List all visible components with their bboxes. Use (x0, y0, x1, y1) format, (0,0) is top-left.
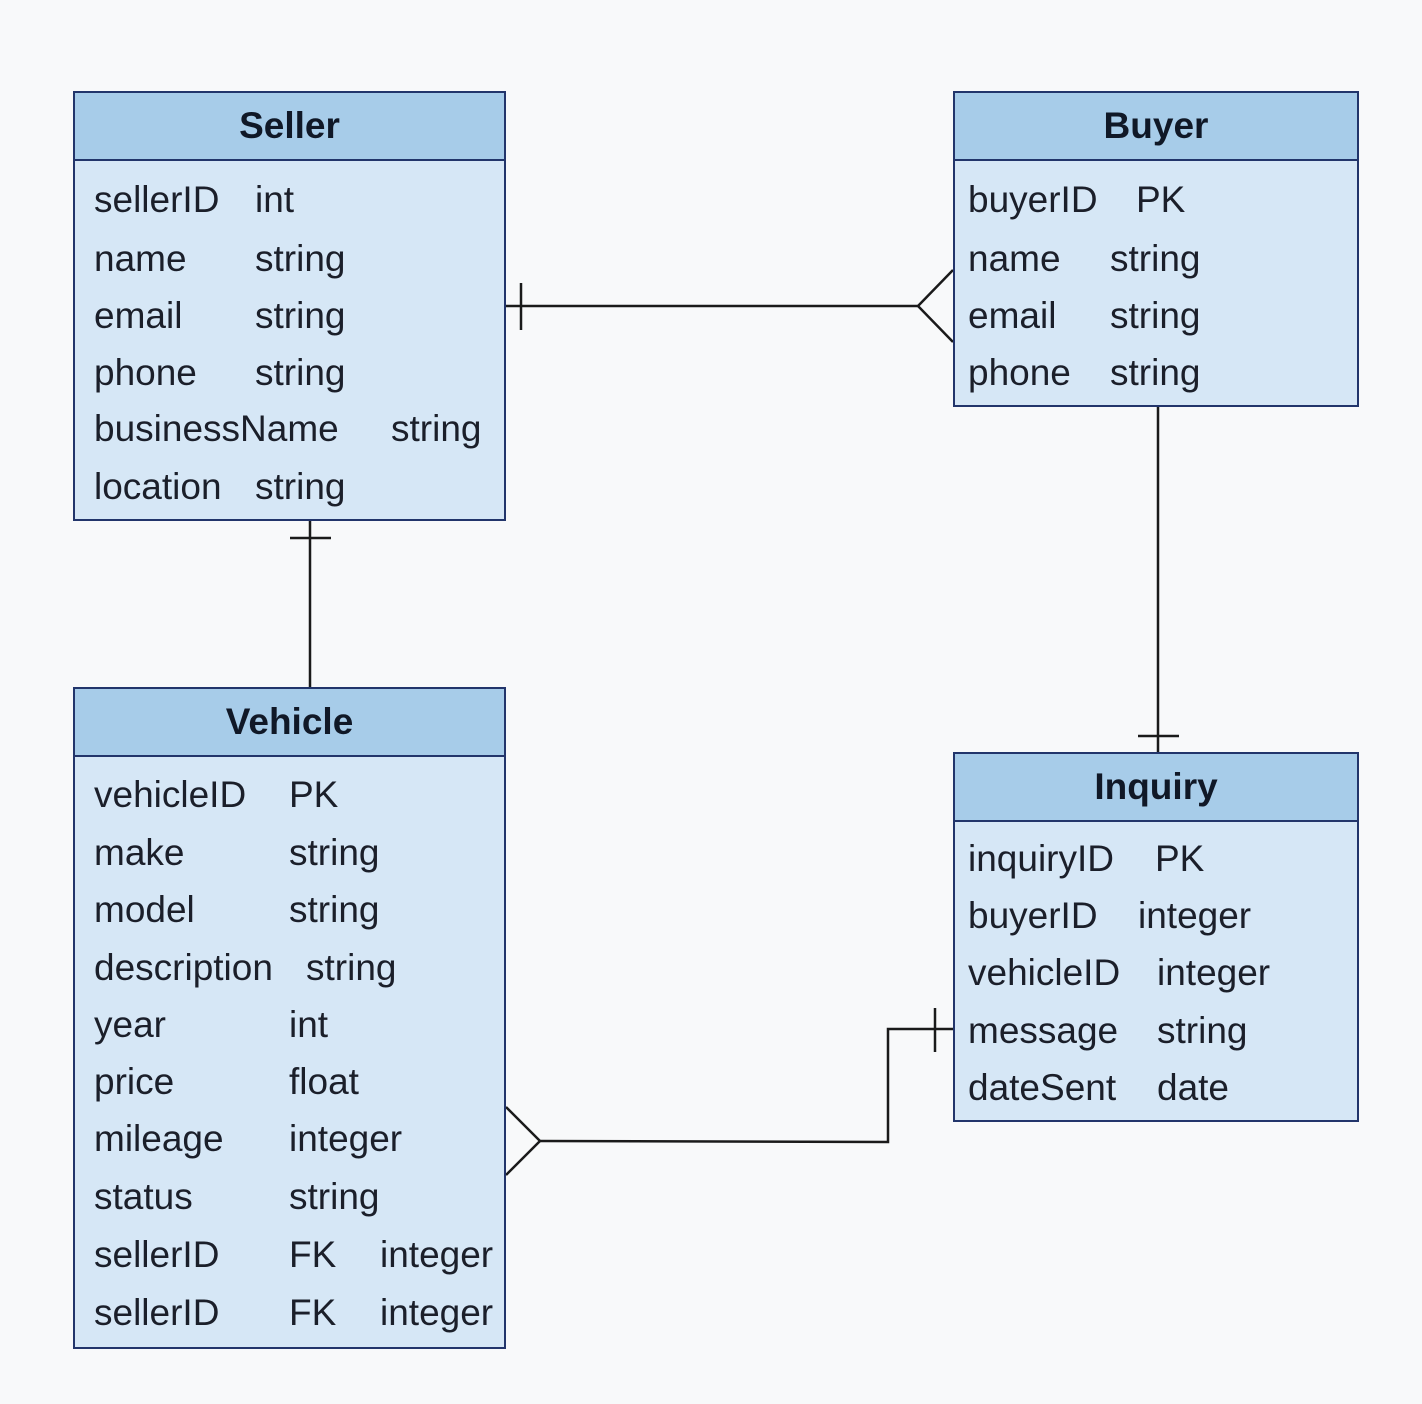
attribute-key: FK (289, 1234, 337, 1275)
attribute-type: PK (289, 774, 339, 815)
attribute-row: email string (75, 296, 504, 336)
vehicle-inquiry-crowfoot (505, 1106, 542, 1176)
attribute-type: integer (1138, 895, 1252, 936)
attribute-row: price float (75, 1062, 504, 1102)
attribute-type: string (255, 466, 346, 507)
attribute-row: year int (75, 1005, 504, 1045)
attribute-type: integer (1157, 952, 1271, 993)
attribute-name: inquiryID (968, 838, 1114, 879)
attribute-name: dateSent (968, 1067, 1117, 1108)
attribute-name: make (94, 832, 185, 873)
attribute-type: date (1157, 1067, 1230, 1108)
attribute-type: string (391, 408, 482, 449)
attribute-type: string (1110, 352, 1201, 393)
attribute-name: name (94, 238, 187, 279)
attribute-row: buyerID integer (955, 896, 1357, 936)
attribute-row: sellerID int (75, 180, 504, 220)
attribute-row: description string (75, 948, 504, 988)
attribute-row: phone string (955, 353, 1357, 393)
attribute-type: string (1110, 295, 1201, 336)
attribute-name: phone (94, 352, 197, 393)
attribute-type: string (255, 295, 346, 336)
attribute-row: vehicleID integer (955, 953, 1357, 993)
attribute-type: int (255, 179, 295, 220)
attribute-type: string (289, 889, 380, 930)
attribute-name: buyerID (968, 179, 1098, 220)
attribute-name: status (94, 1176, 193, 1217)
attribute-row: vehicleID PK (75, 775, 504, 815)
attribute-name: email (968, 295, 1057, 336)
entity-title: Seller (75, 93, 504, 161)
attribute-name: buyerID (968, 895, 1098, 936)
attribute-type: string (289, 832, 380, 873)
attribute-type: string (255, 238, 346, 279)
attribute-row: message string (955, 1011, 1357, 1051)
seller-buyer-crowfoot (916, 269, 954, 343)
attribute-name: model (94, 889, 195, 930)
attribute-type: integer (289, 1118, 403, 1159)
attribute-row: dateSent date (955, 1068, 1357, 1108)
attribute-row: phone string (75, 353, 504, 393)
attribute-row: sellerID FK integer (75, 1235, 504, 1275)
attribute-name: sellerID (94, 179, 220, 220)
attribute-type: string (255, 352, 346, 393)
entity-title: Buyer (955, 93, 1357, 161)
attribute-type: string (1157, 1010, 1248, 1051)
attribute-type: int (289, 1004, 329, 1045)
entity-title: Vehicle (75, 689, 504, 757)
attribute-name: location (94, 466, 222, 507)
entity-title: Inquiry (955, 754, 1357, 822)
attribute-type: integer (380, 1292, 494, 1333)
attribute-row: buyerID PK (955, 180, 1357, 220)
attribute-name: vehicleID (968, 952, 1121, 993)
attribute-row: businessName string (75, 409, 504, 449)
attribute-type: float (289, 1061, 359, 1102)
attribute-row: location string (75, 467, 504, 507)
attribute-type: PK (1136, 179, 1186, 220)
attribute-type: string (1110, 238, 1201, 279)
attribute-name: email (94, 295, 183, 336)
attribute-name: mileage (94, 1118, 224, 1159)
attribute-row: sellerID FK integer (75, 1293, 504, 1333)
attribute-row: email string (955, 296, 1357, 336)
vehicle-entity[interactable]: Vehicle vehicleID PK make string model s… (73, 687, 506, 1349)
attribute-name: sellerID (94, 1292, 220, 1333)
attribute-name: sellerID (94, 1234, 220, 1275)
attribute-row: status string (75, 1177, 504, 1217)
attribute-type: string (289, 1176, 380, 1217)
attribute-name: year (94, 1004, 166, 1045)
attribute-row: mileage integer (75, 1119, 504, 1159)
attribute-row: name string (75, 239, 504, 279)
attribute-type: integer (380, 1234, 494, 1275)
attribute-row: inquiryID PK (955, 839, 1357, 879)
attribute-name: businessName (94, 408, 339, 449)
attribute-type: PK (1155, 838, 1205, 879)
attribute-name: message (968, 1010, 1119, 1051)
attribute-name: vehicleID (94, 774, 247, 815)
vehicle-inquiry-line (539, 1027, 953, 1144)
attribute-key: FK (289, 1292, 337, 1333)
attribute-name: phone (968, 352, 1071, 393)
inquiry-entity[interactable]: Inquiry inquiryID PK buyerID integer veh… (953, 752, 1359, 1122)
attribute-row: make string (75, 833, 504, 873)
attribute-type: string (306, 947, 397, 988)
attribute-row: model string (75, 890, 504, 930)
attribute-name: description (94, 947, 273, 988)
attribute-name: price (94, 1061, 175, 1102)
buyer-entity[interactable]: Buyer buyerID PK name string email strin… (953, 91, 1359, 407)
attribute-row: name string (955, 239, 1357, 279)
attribute-name: name (968, 238, 1061, 279)
seller-entity[interactable]: Seller sellerID int name string email st… (73, 91, 506, 521)
